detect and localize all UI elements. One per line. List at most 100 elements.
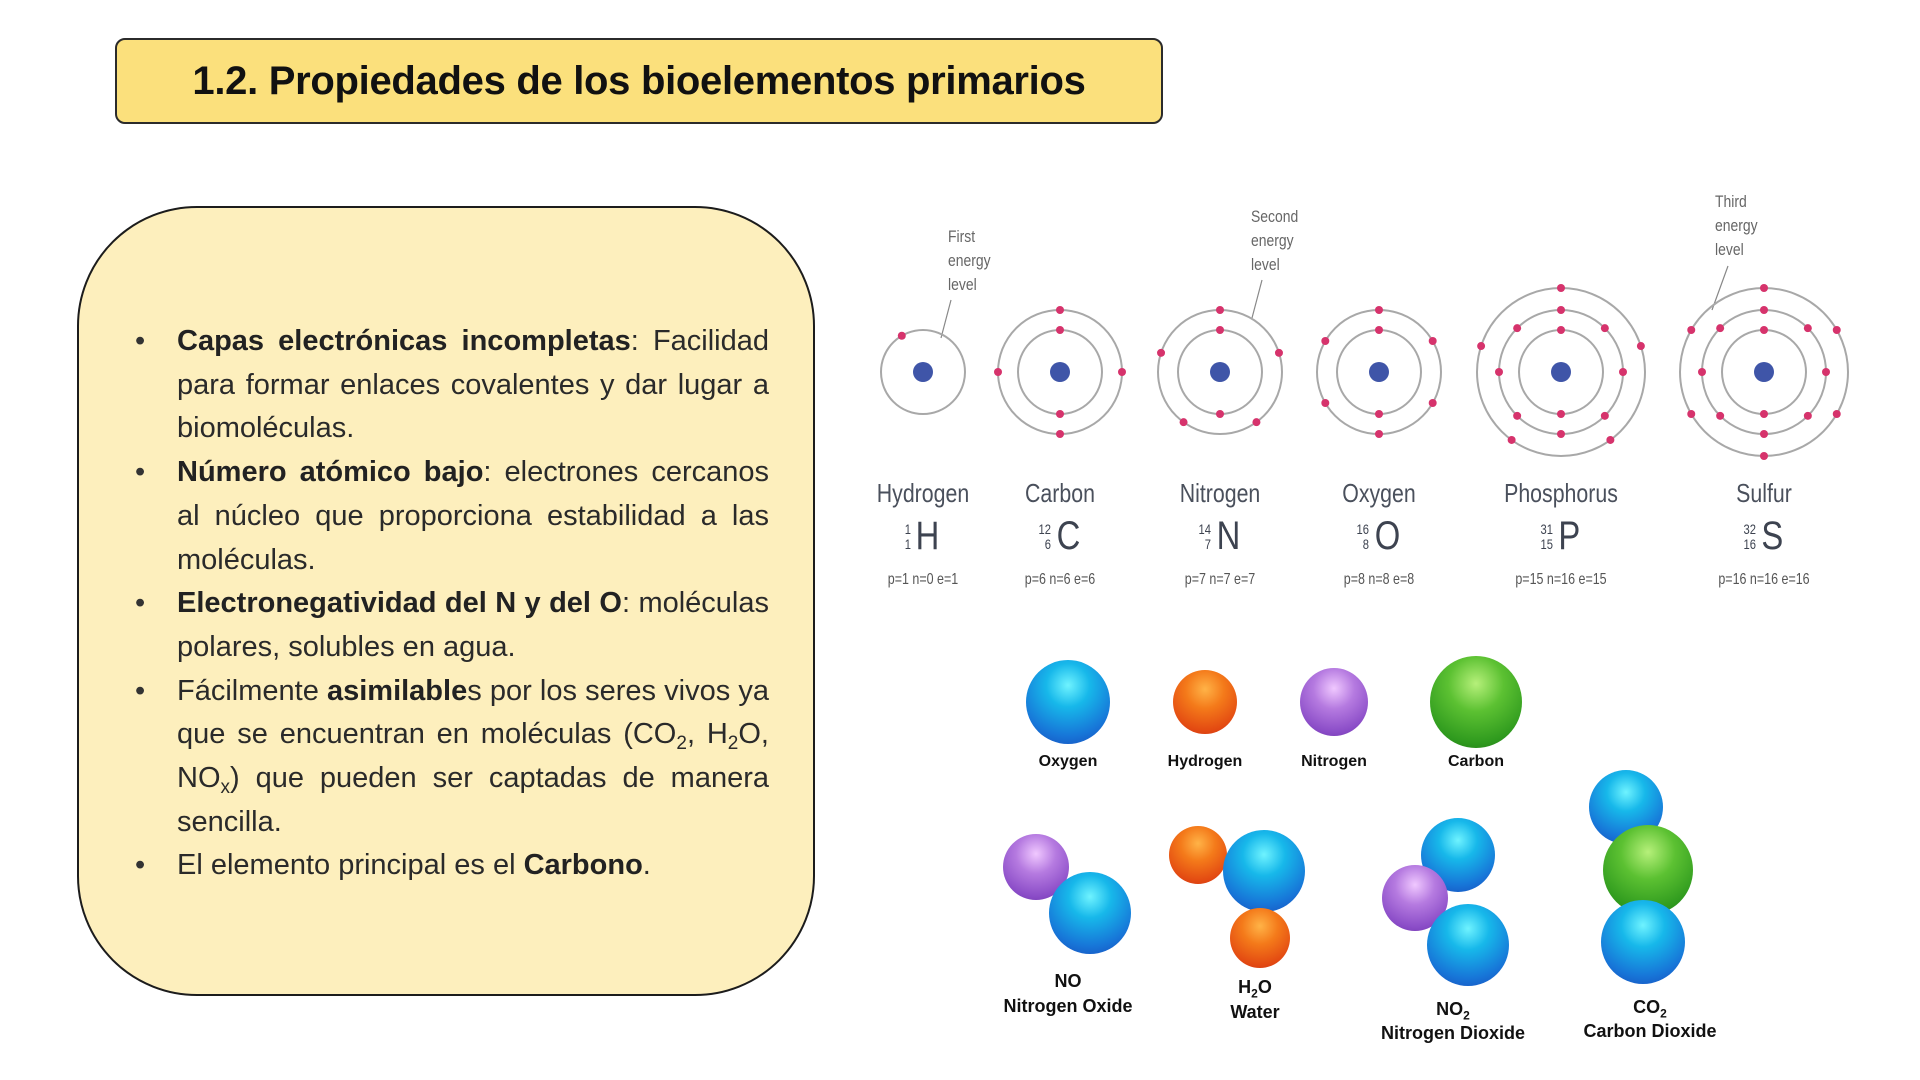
electron <box>1179 418 1188 427</box>
label-line: energy <box>948 251 991 270</box>
electron <box>1803 324 1812 333</box>
symbol: H <box>916 514 940 558</box>
particle-counts: p=16 n=16 e=16 <box>1718 571 1810 588</box>
electron <box>1803 411 1812 420</box>
formula: NO <box>1436 999 1464 1019</box>
hydrogen-sphere <box>1173 670 1237 734</box>
h2o-hydrogen-atom <box>1230 908 1290 968</box>
electron <box>897 331 906 340</box>
electron <box>1428 337 1437 345</box>
second-energy-level-label: Second energy level <box>1251 205 1298 277</box>
electron <box>1375 430 1383 438</box>
symbol: S <box>1761 514 1784 558</box>
no2-oxygen-atom <box>1427 904 1509 986</box>
formula: NO <box>1054 971 1082 991</box>
electron <box>1760 326 1768 334</box>
legend-carbon: Carbon <box>1448 753 1504 770</box>
atomic-number: 8 <box>1362 535 1369 552</box>
mass-number: 32 <box>1743 520 1756 537</box>
particle-counts: p=7 n=7 e=7 <box>1184 571 1256 588</box>
bullet-item: Número atómico bajo: electrones cercanos… <box>135 451 769 582</box>
electron <box>1375 410 1383 418</box>
electron <box>1832 326 1841 334</box>
mass-number: 12 <box>1038 520 1051 537</box>
electron <box>1619 368 1627 376</box>
no-oxygen-atom <box>1049 872 1131 954</box>
electron <box>1513 411 1522 420</box>
legend-hydrogen: Hydrogen <box>1167 753 1243 770</box>
legend-nitrogen: Nitrogen <box>1301 753 1367 770</box>
electron <box>1557 306 1565 314</box>
electron <box>1606 435 1615 444</box>
atomic-number: 1 <box>904 535 911 552</box>
bold-text: asimilable <box>326 674 468 707</box>
text: , H <box>686 718 728 751</box>
label-line: energy <box>1251 231 1294 250</box>
mass-number: 31 <box>1540 520 1553 537</box>
particle-counts: p=8 n=8 e=8 <box>1343 571 1415 588</box>
nitrogen-sphere <box>1300 668 1368 736</box>
electron <box>1600 411 1609 420</box>
co2-formula: CO2 <box>1530 995 1770 1020</box>
atomic-number: 6 <box>1044 535 1051 552</box>
electron <box>1056 410 1064 418</box>
electron <box>1557 326 1565 334</box>
nucleus <box>1551 362 1571 382</box>
electron <box>1557 410 1565 418</box>
electron <box>1495 368 1503 376</box>
oxygen-sphere <box>1026 660 1110 744</box>
third-energy-level-label: Third energy level <box>1715 190 1758 262</box>
electron <box>994 368 1002 376</box>
formula-tail: O <box>1257 977 1272 997</box>
title-banner: 1.2. Propiedades de los bioelementos pri… <box>115 38 1163 124</box>
atomic-number: 16 <box>1743 535 1756 552</box>
electron <box>1274 348 1283 357</box>
symbol: N <box>1216 514 1241 558</box>
atomic-number: 15 <box>1540 535 1553 552</box>
electron <box>1157 348 1166 357</box>
electron <box>1760 452 1768 460</box>
electron <box>1557 430 1565 438</box>
h2o-formula: H2O <box>1135 975 1375 1001</box>
pointer-line <box>1711 265 1729 311</box>
no2-formula: NO2 <box>1333 997 1573 1023</box>
electron <box>1716 324 1725 333</box>
symbol: P <box>1558 514 1581 558</box>
element-name: Oxygen <box>1342 478 1416 508</box>
electron <box>1832 410 1841 418</box>
text: : moléculas polares, solubles en agua. <box>177 587 769 663</box>
electron <box>1375 326 1383 334</box>
electron <box>1216 326 1224 334</box>
electron <box>1760 430 1768 438</box>
bullet-item: Electronegatividad del N y del O: molécu… <box>135 582 769 669</box>
text: Fácilmente <box>177 674 327 707</box>
label-line: First <box>948 227 976 246</box>
h2o-name: Water <box>1230 1002 1280 1022</box>
formula-subscript: 2 <box>1251 986 1258 1001</box>
electron <box>1507 435 1516 444</box>
element-name: Phosphorus <box>1504 478 1618 508</box>
formula-subscript: 2 <box>1463 1008 1470 1023</box>
label-line: level <box>1715 240 1744 259</box>
electron <box>1760 410 1768 418</box>
mass-number: 14 <box>1198 520 1211 537</box>
subscript: x <box>220 777 231 799</box>
electron <box>1056 430 1064 438</box>
text: El elemento principal es el <box>177 849 524 882</box>
label-line: level <box>1251 255 1280 274</box>
text: : Facilidad para formar enlaces covalent… <box>177 325 769 445</box>
carbon-sphere <box>1430 656 1522 748</box>
text: : electrones cercanos al núcleo que prop… <box>177 456 769 576</box>
symbol: C <box>1056 514 1081 558</box>
formula: H <box>1238 977 1252 997</box>
electron <box>1477 342 1486 351</box>
first-energy-level-label: First energy level <box>948 225 991 297</box>
mass-number: 1 <box>904 520 911 537</box>
pointer-line <box>940 299 952 339</box>
